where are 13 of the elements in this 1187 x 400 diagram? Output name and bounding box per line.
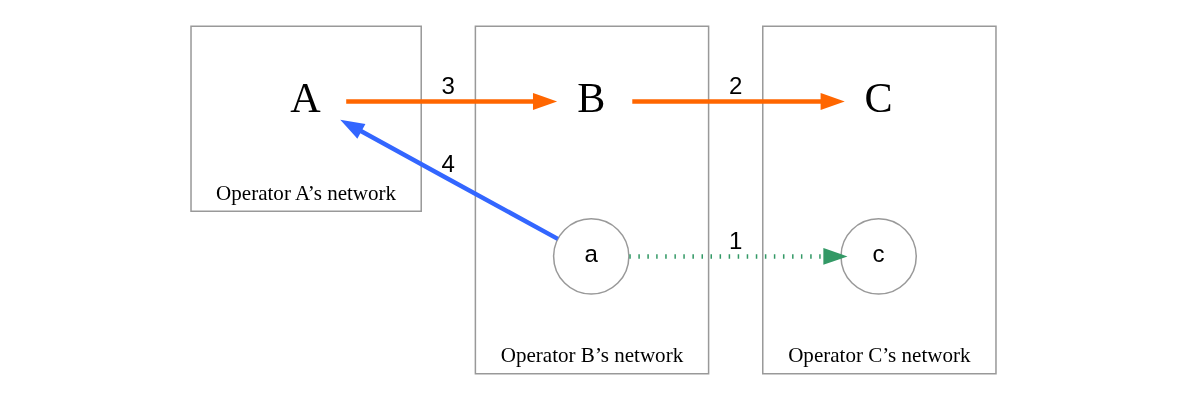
arrow — [632, 93, 845, 110]
node-text: A — [290, 73, 321, 121]
node-circle: a — [552, 218, 630, 295]
edge-label: 4 — [441, 149, 455, 177]
node-text: C — [864, 73, 893, 121]
node-circle: c — [840, 218, 917, 295]
node-text: B — [577, 73, 606, 121]
arrow — [629, 248, 848, 265]
arrow — [340, 119, 559, 241]
arrow — [346, 93, 558, 110]
edge-label: 1 — [728, 226, 743, 254]
edge-label: 2 — [728, 71, 743, 99]
edge-label: 3 — [441, 71, 455, 99]
